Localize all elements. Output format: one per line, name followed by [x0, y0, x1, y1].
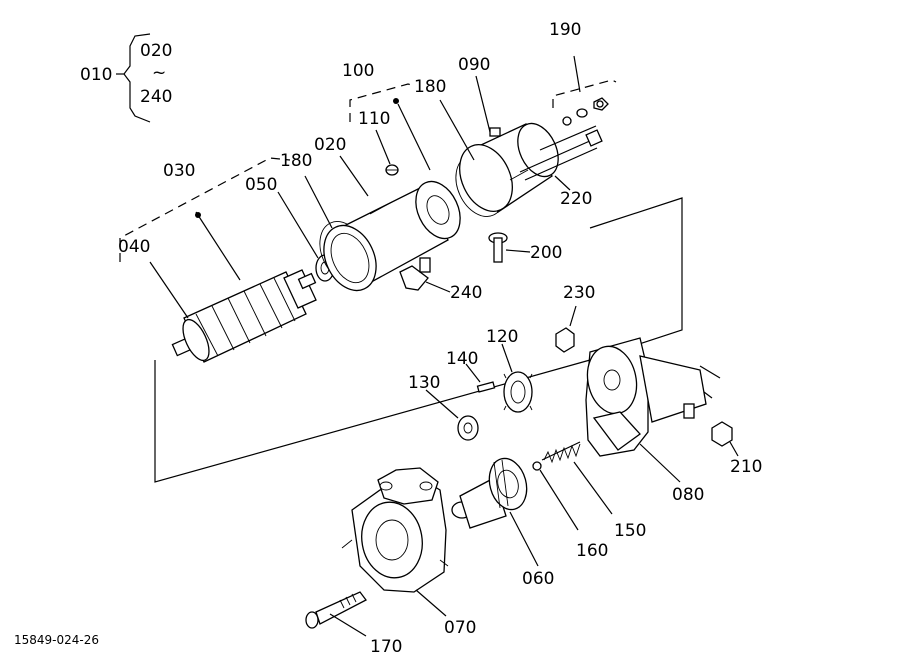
label-010: 010: [80, 65, 112, 85]
label-020-range: 020: [140, 41, 172, 61]
label-060: 060: [522, 569, 554, 589]
brush-110: [385, 164, 399, 176]
end-frame-090: [459, 122, 559, 213]
pin-140: [476, 381, 496, 393]
label-220: 220: [560, 189, 592, 209]
yoke-020: [323, 180, 461, 292]
label-020: 020: [314, 135, 346, 155]
label-030: 030: [163, 161, 195, 181]
label-200: 200: [530, 243, 562, 263]
label-090: 090: [458, 55, 490, 75]
label-130: 130: [408, 373, 440, 393]
label-180-left: 180: [280, 151, 312, 171]
nut-230: [555, 327, 575, 353]
label-240-range: 240: [140, 87, 172, 107]
switch-080: [585, 337, 721, 457]
label-160: 160: [576, 541, 608, 561]
figure-code: 15849-024-26: [14, 633, 99, 647]
label-180-right: 180: [414, 77, 446, 97]
label-240: 240: [450, 283, 482, 303]
label-140: 140: [446, 349, 478, 369]
ball-160: [532, 461, 542, 471]
label-050: 050: [245, 175, 277, 195]
nut-210: [711, 421, 733, 447]
nut-set-190: [562, 97, 609, 126]
bracket-030: [119, 157, 291, 262]
label-080: 080: [672, 485, 704, 505]
gear-120: [503, 371, 533, 413]
lead-240: [399, 257, 431, 291]
bracket-190: [552, 79, 617, 108]
screw-200: [488, 232, 508, 263]
armature: [171, 269, 317, 363]
label-120: 120: [486, 327, 518, 347]
label-100: 100: [342, 61, 374, 81]
label-230: 230: [563, 283, 595, 303]
label-190: 190: [549, 20, 581, 40]
label-150: 150: [614, 521, 646, 541]
label-210: 210: [730, 457, 762, 477]
leader-lines: [149, 55, 739, 637]
bolt-170: [305, 591, 367, 629]
dot-100: [393, 98, 399, 104]
retainer-130: [457, 415, 479, 441]
bracket-100: [349, 83, 416, 122]
through-bolts-220: [519, 125, 603, 181]
drive-end-frame-070: [341, 467, 449, 593]
label-range-sep: ~: [152, 63, 166, 83]
label-070: 070: [444, 618, 476, 638]
label-040: 040: [118, 237, 150, 257]
clutch-060: [451, 457, 528, 529]
group-bracket: [116, 33, 151, 123]
label-110: 110: [358, 109, 390, 129]
spring-150: [541, 441, 581, 464]
label-170: 170: [370, 637, 402, 657]
